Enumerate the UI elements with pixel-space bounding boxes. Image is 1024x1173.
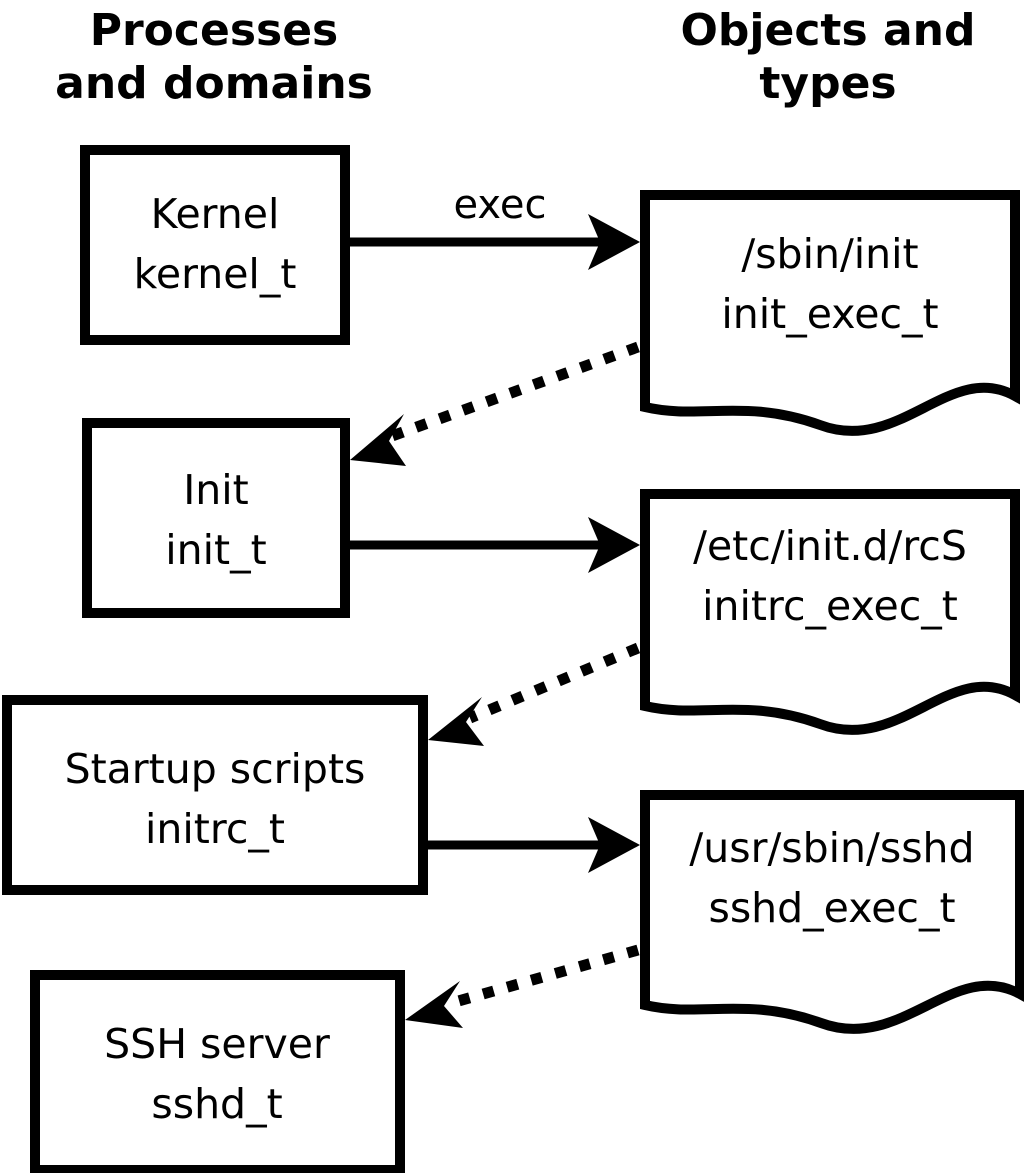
node-initrc[interactable]: Startup scripts initrc_t [2, 695, 428, 895]
node-sshd[interactable]: SSH server sshd_t [30, 970, 405, 1173]
node-initrc-exec-line2: initrc_exec_t [702, 582, 958, 630]
edge-init-exec-transition-init [350, 341, 640, 466]
node-init-exec-line2: init_exec_t [721, 290, 938, 338]
node-init-exec-line1: /sbin/init [741, 230, 918, 278]
arrowhead-init-exec [588, 517, 640, 573]
arrowhead-sshd-transition [405, 981, 463, 1028]
edge-line-initrc-transition [467, 642, 641, 724]
node-sshd-exec-line1: /usr/sbin/sshd [689, 824, 974, 872]
node-init-line2: init_t [165, 526, 266, 574]
edge-init-exec-initrc-exec [350, 517, 640, 573]
arrowhead-init-transition [350, 414, 406, 466]
edge-sshd-exec-transition-sshd [405, 944, 640, 1028]
arrowhead-initrc-exec [588, 817, 640, 873]
node-initrc-line1: Startup scripts [65, 745, 366, 793]
column-header-objects: Objects and types [681, 5, 976, 109]
edge-initrc-exec-transition-initrc [428, 642, 641, 746]
node-sshd-exec[interactable]: /usr/sbin/sshd sshd_exec_t [640, 790, 1024, 1034]
edge-label-exec: exec [454, 182, 547, 228]
edge-kernel-exec-init-exec: exec [350, 182, 640, 270]
arrowhead-initrc-transition [428, 697, 484, 746]
edge-line-sshd-transition [446, 944, 640, 1010]
edge-line-init-transition [390, 341, 640, 442]
node-initrc-box[interactable] [2, 695, 428, 895]
node-init[interactable]: Init init_t [82, 418, 350, 618]
node-sshd-box[interactable] [30, 970, 405, 1173]
node-kernel-line2: kernel_t [134, 250, 297, 298]
column-header-objects-line1: Objects and [681, 5, 976, 56]
node-sshd-exec-line2: sshd_exec_t [708, 884, 955, 932]
node-kernel-box[interactable] [80, 145, 350, 345]
node-init-line1: Init [183, 466, 249, 514]
column-header-objects-line2: types [759, 58, 896, 109]
node-init-exec[interactable]: /sbin/init init_exec_t [640, 190, 1020, 436]
column-header-processes-line2: and domains [55, 58, 373, 109]
node-sshd-line2: sshd_t [151, 1080, 282, 1128]
column-header-processes-line1: Processes [90, 5, 339, 56]
node-kernel-line1: Kernel [151, 190, 280, 238]
node-initrc-exec-line1: /etc/init.d/rcS [693, 522, 967, 570]
node-sshd-line1: SSH server [104, 1020, 330, 1068]
node-sshd-exec-document[interactable] [640, 790, 1024, 1034]
node-initrc-line2: initrc_t [145, 805, 285, 853]
edge-initrc-exec-sshd-exec [428, 817, 640, 873]
node-init-exec-document[interactable] [640, 190, 1020, 436]
node-initrc-exec-document[interactable] [640, 489, 1020, 735]
arrowhead-kernel-exec [588, 214, 640, 270]
node-kernel[interactable]: Kernel kernel_t [80, 145, 350, 345]
node-initrc-exec[interactable]: /etc/init.d/rcS initrc_exec_t [640, 489, 1020, 735]
node-init-box[interactable] [82, 418, 350, 618]
column-header-processes: Processes and domains [55, 5, 373, 109]
